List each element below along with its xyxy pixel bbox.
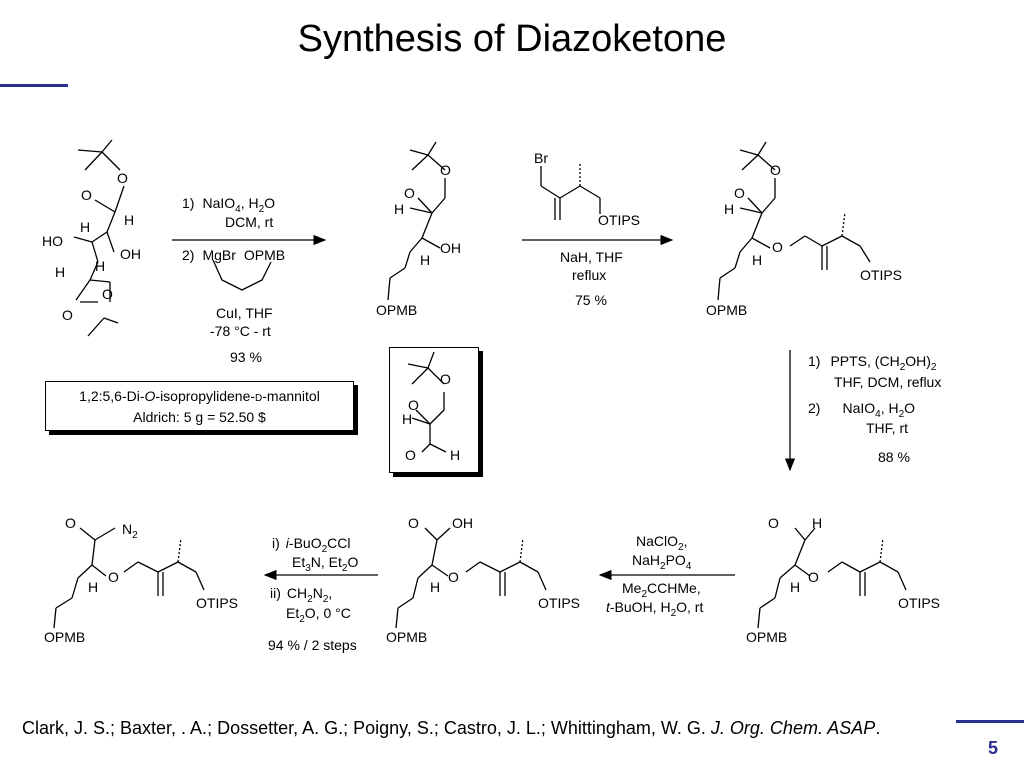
step3-reagent-1: 1)PPTS, (CH2OH)2: [808, 353, 937, 373]
step2-condition: reflux: [572, 267, 606, 283]
atom-label: H: [420, 252, 430, 268]
step1-reagent-1: 1)NaIO4, H2O: [182, 195, 275, 215]
atom-label: H: [124, 212, 134, 228]
atom-label: O: [102, 286, 113, 302]
atom-label: O: [408, 397, 419, 413]
mannitol-price: Aldrich: 5 g = 52.50 $: [133, 409, 266, 425]
atom-label: O: [404, 185, 415, 201]
mannitol-name: 1,2:5,6-Di-O-isopropylidene-D-mannitol: [79, 388, 320, 404]
step3-solvent: THF, DCM, reflux: [834, 374, 941, 390]
step5-reagent-2: ii)CH2N2,: [270, 585, 332, 605]
atom-label: H: [88, 579, 98, 595]
atom-label: O: [768, 515, 779, 531]
step4-solvent: t-BuOH, H2O, rt: [606, 599, 703, 619]
atom-label: OPMB: [376, 302, 417, 318]
atom-label: H: [812, 515, 822, 531]
atom-label: O: [440, 162, 451, 178]
atom-label: O: [440, 371, 451, 387]
step4-reagent-3: Me2CCHMe,: [622, 580, 701, 600]
mannitol-info-box: 1,2:5,6-Di-O-isopropylidene-D-mannitol A…: [45, 381, 354, 431]
atom-label: O: [770, 162, 781, 178]
atom-label: H: [95, 258, 105, 274]
aldehyde-box: [389, 347, 479, 473]
accent-bar-right: [956, 720, 1024, 723]
atom-label: O: [81, 187, 92, 203]
structure-mannitol: [73, 139, 125, 337]
atom-label: O: [405, 447, 416, 463]
atom-label: Br: [534, 150, 548, 166]
atom-label: H: [394, 201, 404, 217]
step5-base: Et3N, Et2O: [292, 554, 358, 574]
step2-yield: 75 %: [575, 292, 607, 308]
structure-aldehyde-product: [757, 527, 907, 629]
page-number: 5: [988, 738, 999, 758]
atom-label: H: [430, 579, 440, 595]
atom-label: O: [808, 569, 819, 585]
atom-label: H: [752, 252, 762, 268]
structure-product-1: [387, 141, 446, 301]
step5-solvent: Et2O, 0 °C: [286, 605, 351, 625]
step1-temperature: -78 °C - rt: [210, 323, 271, 339]
atom-label: OPMB: [44, 629, 85, 645]
atom-label: H: [402, 411, 412, 427]
atom-label: OTIPS: [538, 595, 580, 611]
atom-label: O: [448, 569, 459, 585]
atom-label: H: [80, 219, 90, 235]
atom-label: H: [450, 447, 460, 463]
atom-label: O: [117, 170, 128, 186]
step3-condition: THF, rt: [866, 420, 908, 436]
step1-catalyst: CuI, THF: [216, 305, 273, 321]
atom-label: OTIPS: [598, 212, 640, 228]
step4-reagent-1: NaClO2,: [636, 533, 687, 553]
step4-reagent-2: NaH2PO4: [632, 552, 692, 572]
atom-label: OH: [452, 515, 473, 531]
atom-label: O: [62, 307, 73, 323]
step1-yield: 93 %: [230, 349, 262, 365]
slide-title: Synthesis of Diazoketone: [297, 18, 727, 60]
atom-label: O: [408, 515, 419, 531]
step3-yield: 88 %: [878, 449, 910, 465]
structure-diazoketone: [53, 527, 205, 629]
atom-label: OH: [120, 246, 141, 262]
step3-reagent-2: 2)NaIO4, H2O: [808, 400, 915, 420]
atom-label-n2: N2: [122, 521, 138, 541]
step5-yield: 94 % / 2 steps: [268, 637, 357, 653]
atom-label: OPMB: [706, 302, 747, 318]
atom-label: HO: [42, 233, 63, 249]
atom-label: O: [772, 239, 783, 255]
atom-label: OTIPS: [860, 267, 902, 283]
atom-label: OPMB: [386, 629, 427, 645]
structure-acid: [395, 527, 547, 629]
atom-label: OTIPS: [196, 595, 238, 611]
structure-aldehyde: [407, 351, 447, 453]
step2-reagent: NaH, THF: [560, 249, 623, 265]
accent-bar-left: [0, 84, 68, 87]
atom-label: H: [790, 579, 800, 595]
structure-product-2: [717, 141, 871, 301]
step1-solvent: DCM, rt: [225, 214, 273, 230]
atom-label: OPMB: [746, 629, 787, 645]
citation: Clark, J. S.; Baxter, . A.; Dossetter, A…: [22, 718, 881, 738]
step5-reagent-1: i)i-BuO2CCl: [272, 535, 351, 555]
atom-label: OH: [440, 240, 461, 256]
atom-label: O: [108, 569, 119, 585]
atom-label: O: [734, 185, 745, 201]
atom-label: H: [55, 264, 65, 280]
atom-label: O: [65, 515, 76, 531]
atom-label: OTIPS: [898, 595, 940, 611]
atom-label: H: [724, 201, 734, 217]
